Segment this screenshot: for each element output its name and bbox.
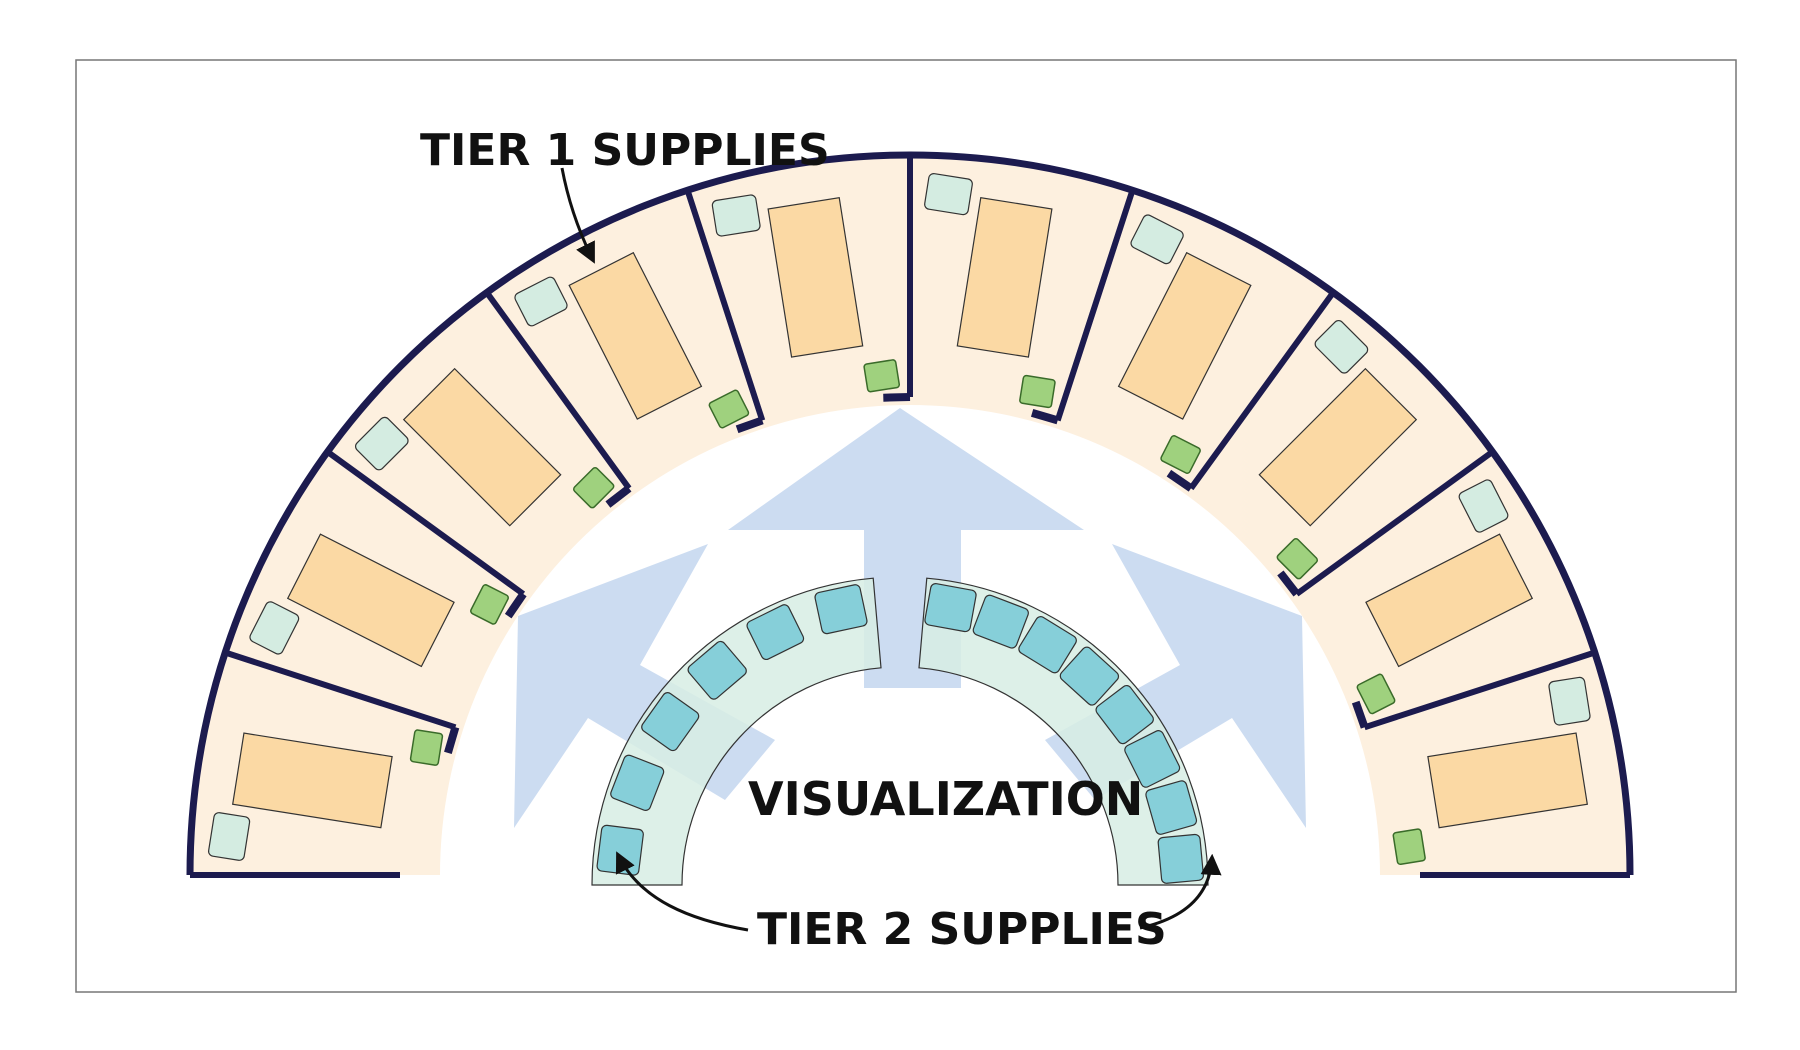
tier2-supply-bin bbox=[1124, 730, 1181, 788]
patient-bed bbox=[767, 197, 864, 358]
tier1-supply-bin bbox=[711, 194, 761, 237]
room-divider-wall bbox=[325, 449, 526, 597]
sink bbox=[1276, 537, 1319, 580]
tier2-supply-counters bbox=[591, 577, 1209, 886]
patient-bed bbox=[1258, 367, 1418, 527]
sink bbox=[1392, 828, 1426, 866]
tier2-supplies-label: TIER 2 SUPPLIES bbox=[757, 904, 1167, 955]
patient-room bbox=[1258, 319, 1418, 580]
tier2-supply-bin bbox=[1018, 616, 1077, 674]
tier2-supply-bin bbox=[1145, 780, 1198, 835]
sink bbox=[1356, 673, 1396, 715]
tier2-supply-bin bbox=[641, 692, 700, 752]
tier1-supply-bin bbox=[1458, 479, 1509, 533]
door-stub bbox=[1277, 570, 1300, 597]
tier2-supply-bin bbox=[610, 754, 665, 811]
tier1-supply-bin bbox=[1314, 319, 1369, 374]
patient-bed bbox=[1117, 251, 1252, 420]
room-divider-wall bbox=[1188, 290, 1336, 491]
annotations: TIER 1 SUPPLIES VISUALIZATION TIER 2 SUP… bbox=[420, 125, 1222, 955]
room-divider-wall bbox=[484, 290, 632, 491]
patient-rooms-arc bbox=[186, 151, 1634, 878]
patient-room bbox=[711, 194, 901, 393]
tier2-supply-bin bbox=[687, 640, 747, 700]
tier2-pointer-arrow-right bbox=[1139, 853, 1222, 930]
patient-room bbox=[514, 251, 750, 429]
visualization-label: VISUALIZATION bbox=[748, 772, 1143, 826]
tier1-supply-bin bbox=[249, 601, 300, 655]
room-divider-wall bbox=[1363, 649, 1596, 731]
door-stub bbox=[1351, 700, 1369, 729]
outer-wall bbox=[186, 151, 1634, 876]
door-stub bbox=[444, 726, 460, 755]
patient-room bbox=[354, 367, 615, 527]
room-divider-wall bbox=[684, 189, 766, 422]
patient-bed bbox=[1365, 533, 1534, 668]
patient-bed bbox=[956, 197, 1053, 358]
tier2-supply-bin bbox=[596, 824, 644, 876]
patient-room bbox=[249, 533, 509, 668]
door-stub bbox=[735, 416, 764, 434]
tier2-pointer-arrow-left bbox=[615, 851, 749, 932]
tier1-supplies-label: TIER 1 SUPPLIES bbox=[420, 125, 830, 176]
sink bbox=[470, 584, 509, 625]
tier2-supply-bin bbox=[1095, 684, 1154, 745]
tier1-supply-bin bbox=[924, 173, 973, 216]
room-floor-band bbox=[190, 155, 1630, 875]
sink bbox=[572, 466, 615, 509]
tier1-supply-bin bbox=[1548, 676, 1591, 726]
door-stub bbox=[605, 485, 632, 508]
patient-room bbox=[1117, 214, 1252, 474]
tier1-supply-bin bbox=[514, 276, 568, 327]
sink bbox=[409, 729, 444, 766]
room-divider-wall bbox=[1054, 189, 1136, 422]
tier1-pointer-arrow bbox=[560, 167, 595, 264]
patient-room bbox=[924, 173, 1056, 409]
center-arrow bbox=[728, 408, 1084, 688]
patient-bed bbox=[286, 533, 455, 668]
patient-bed bbox=[232, 732, 393, 829]
sink bbox=[1019, 374, 1056, 409]
door-stub bbox=[1030, 409, 1059, 425]
sink bbox=[708, 389, 750, 429]
door-stub bbox=[883, 393, 911, 402]
door-stub bbox=[504, 591, 527, 619]
room-divider-wall bbox=[224, 649, 457, 731]
tier1-supply-bin bbox=[208, 812, 251, 861]
door-stub bbox=[1166, 469, 1194, 492]
patient-room bbox=[1356, 479, 1534, 715]
pointer-arrows bbox=[560, 167, 1222, 932]
tier1-supply-bin bbox=[1130, 214, 1184, 265]
patient-bed bbox=[568, 251, 703, 420]
sink bbox=[863, 359, 901, 393]
patient-bed bbox=[402, 367, 562, 527]
patient-bed bbox=[1427, 732, 1588, 829]
tier2-supply-bin bbox=[746, 604, 805, 661]
tier2-counter-right bbox=[918, 577, 1209, 886]
tier2-supply-bin bbox=[972, 594, 1029, 649]
sink bbox=[1160, 435, 1201, 474]
patient-room bbox=[1392, 676, 1591, 866]
tier2-supply-bin bbox=[1157, 833, 1204, 884]
tier2-supply-bin bbox=[924, 583, 977, 633]
room-divider-wall bbox=[1294, 449, 1495, 597]
tier2-supply-bin bbox=[814, 584, 868, 635]
tier1-supply-bin bbox=[354, 416, 409, 471]
counter-surface bbox=[591, 577, 882, 886]
patient-room bbox=[208, 729, 444, 861]
tier2-supply-bin bbox=[1059, 646, 1120, 706]
